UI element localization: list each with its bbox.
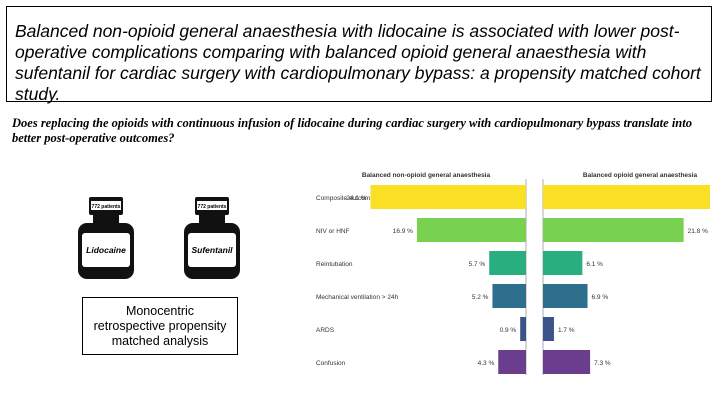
data-label-non-opioid: 5.2 % [472, 294, 489, 301]
data-label-opioid: 21.8 % [688, 228, 708, 235]
bottle-neck [199, 215, 225, 223]
data-label-opioid: 6.1 % [586, 261, 603, 268]
series-header-non-opioid: Balanced non-opioid general anaesthesia [362, 172, 491, 179]
bar-opioid [543, 317, 554, 341]
lidocaine-bottle-icon: 772 patients Lidocaine [78, 197, 134, 279]
data-label-opioid: 7.3 % [594, 360, 611, 367]
bar-opioid [543, 350, 591, 374]
bottle-cap-label [91, 201, 121, 210]
bottle-neck [93, 215, 119, 223]
bar-non-opioid [416, 218, 526, 242]
data-label-opioid: 6.9 % [592, 294, 609, 301]
bottle-drug-label: Sufentanil [191, 245, 233, 255]
sufentanil-bottle-icon: 772 patients Sufentanil [184, 197, 240, 279]
data-label-opioid: 1.7 % [558, 327, 575, 334]
title-box: Balanced non-opioid general anaesthesia … [6, 6, 712, 104]
bar-non-opioid [498, 350, 526, 374]
data-label-non-opioid: 4.3 % [478, 360, 495, 367]
bottle-count-label: 772 patients [198, 204, 227, 210]
method-line: matched analysis [111, 333, 209, 348]
category-label: Reintubation [316, 261, 353, 268]
data-label-non-opioid: 16.9 % [393, 228, 413, 235]
method-line: Monocentric [125, 303, 195, 318]
category-label: Composite outcome [316, 195, 374, 202]
data-label-non-opioid: 5.7 % [469, 261, 486, 268]
category-label: Mechanical ventilation > 24h [316, 294, 399, 301]
bar-opioid [543, 251, 583, 275]
category-label: NIV or HNF [316, 228, 350, 235]
data-label-non-opioid: 24.1 % [346, 195, 366, 202]
bar-non-opioid [370, 185, 526, 209]
bar-non-opioid [520, 317, 526, 341]
bar-opioid [543, 284, 588, 308]
research-question: Does replacing the opioids with continuo… [12, 116, 692, 145]
page-title: Balanced non-opioid general anaesthesia … [15, 21, 701, 104]
method-box: Monocentric retrospective propensity mat… [82, 297, 238, 355]
bottle-label [82, 233, 130, 267]
data-label-non-opioid: 0.9 % [500, 327, 517, 334]
category-label: Confusion [316, 360, 346, 367]
method-line: retrospective propensity [93, 318, 227, 333]
bar-non-opioid [489, 251, 526, 275]
bar-non-opioid [492, 284, 526, 308]
bottle-drug-label: Lidocaine [86, 245, 126, 255]
bar-opioid [543, 218, 684, 242]
bar-opioid [543, 185, 710, 209]
bottle-count-label: 772 patients [92, 204, 121, 210]
bottle-label [188, 233, 236, 267]
outcomes-butterfly-chart: Balanced non-opioid general anaesthesia B… [316, 172, 710, 375]
series-header-opioid: Balanced opioid general anaesthesia [583, 172, 698, 179]
bottle-cap-label [197, 201, 227, 210]
category-label: ARDS [316, 327, 335, 334]
